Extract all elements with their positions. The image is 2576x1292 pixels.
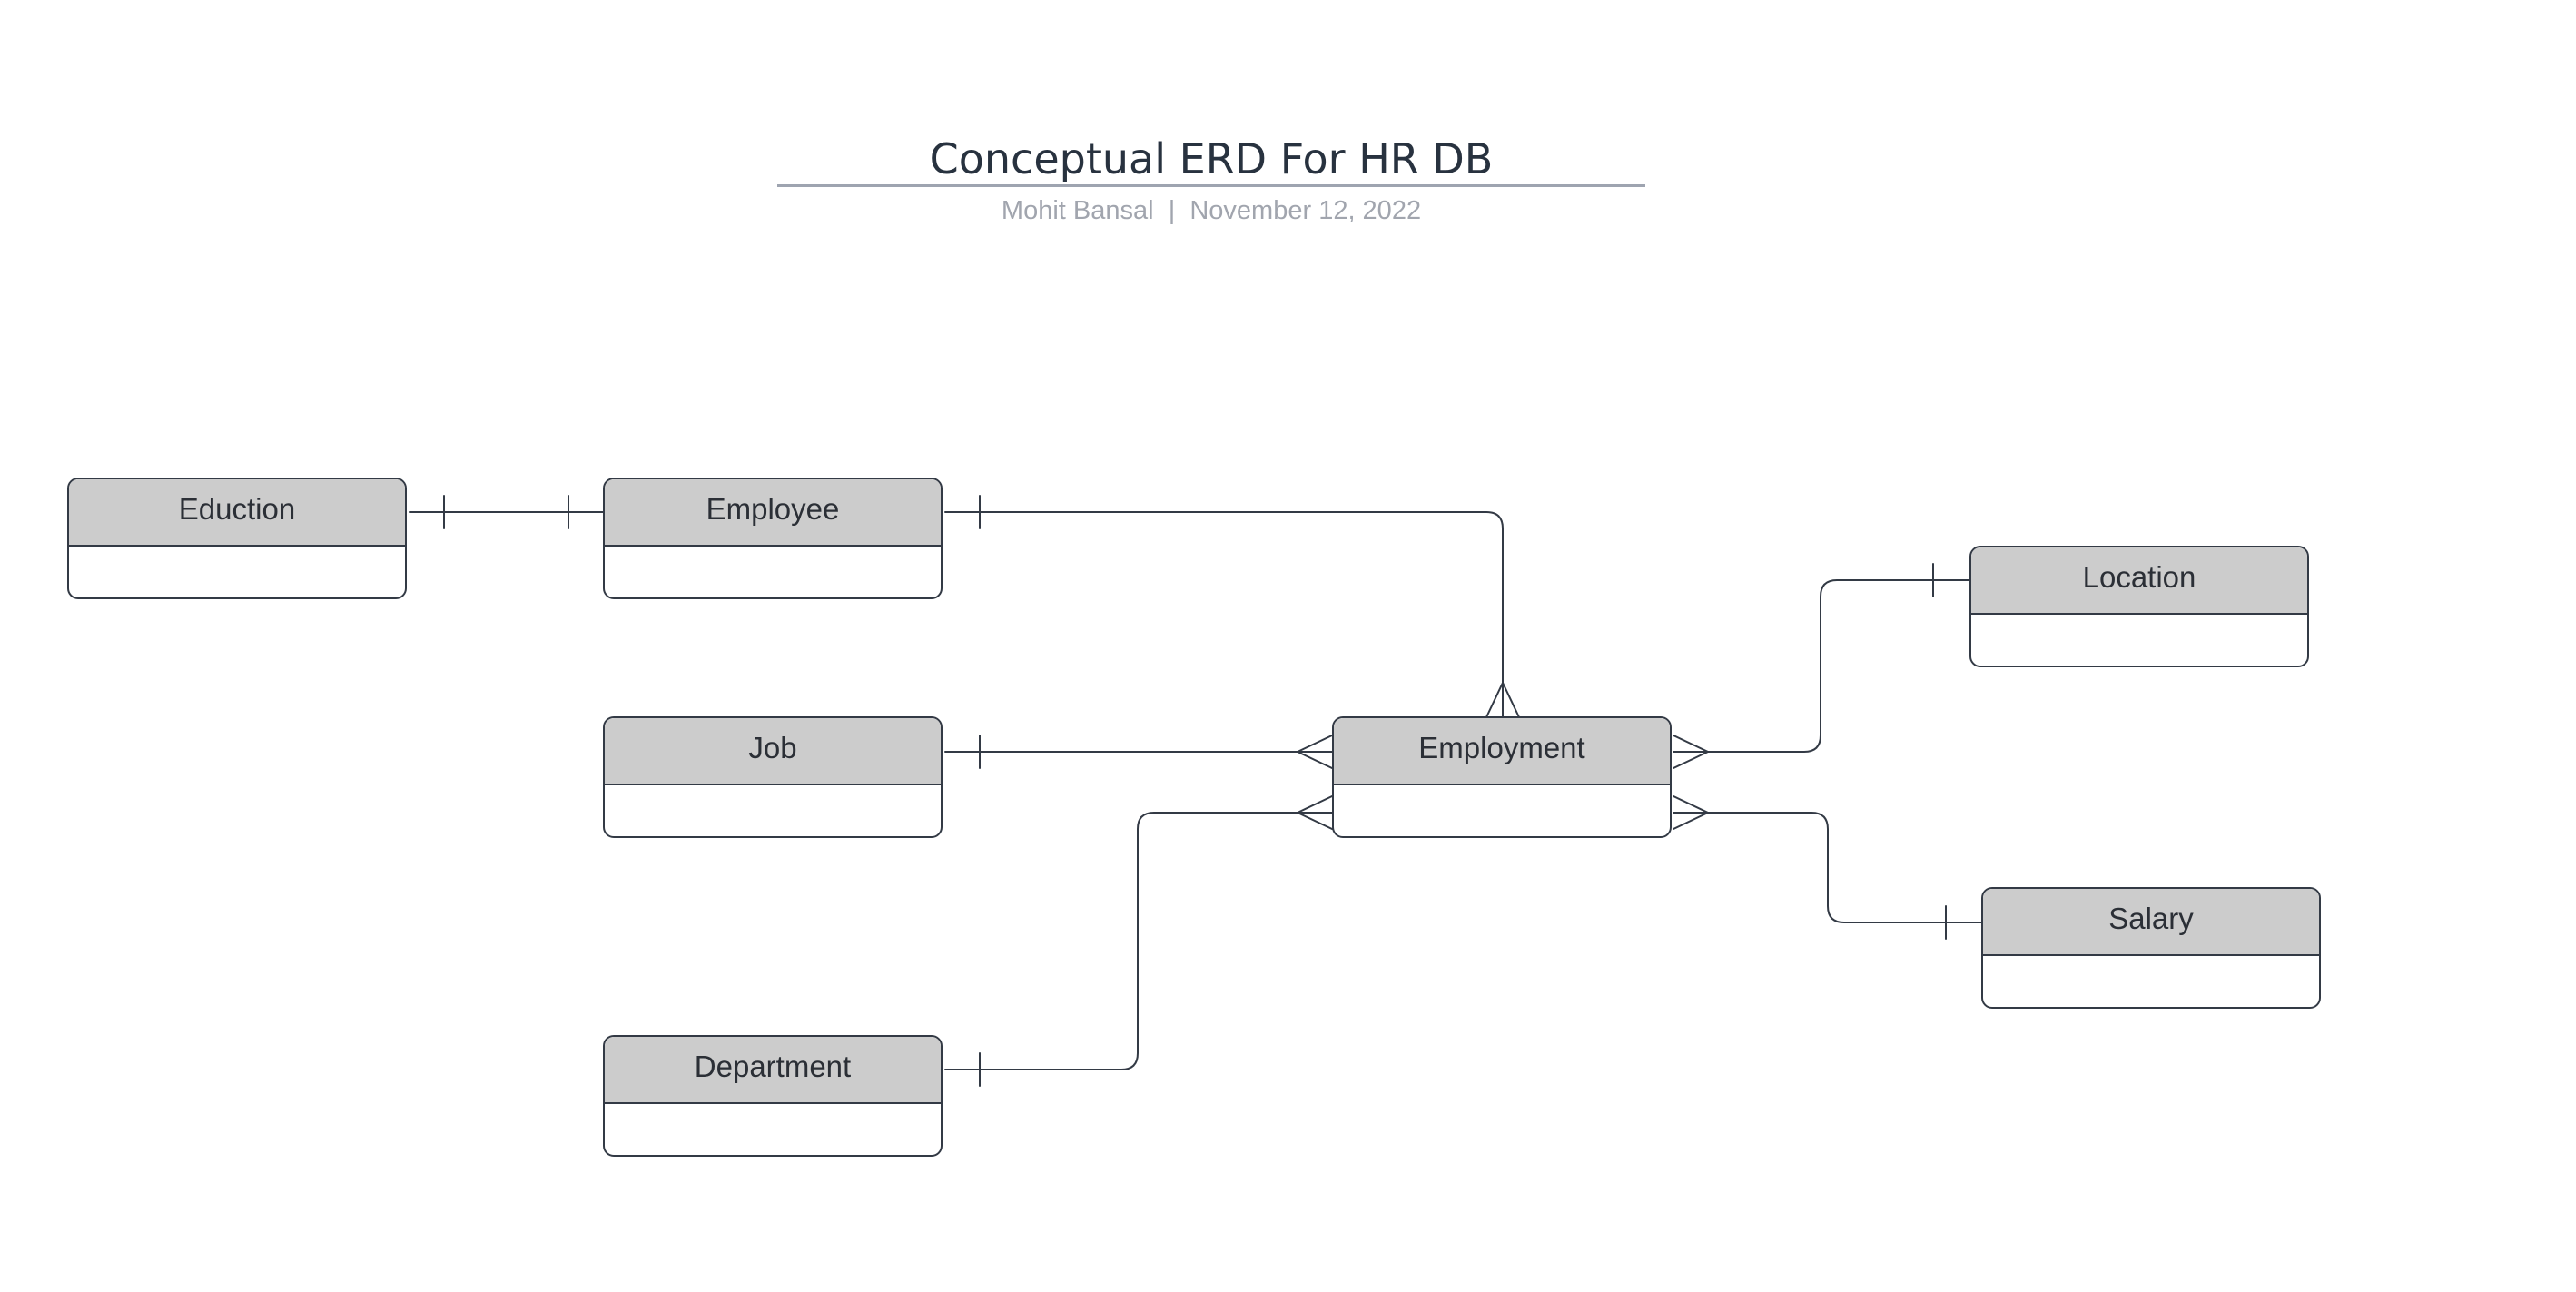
relationship-education-employee: [409, 495, 604, 529]
entity-attributes: [69, 547, 405, 597]
entity-attributes: [605, 1104, 941, 1155]
entity-department[interactable]: Department: [603, 1035, 943, 1157]
entity-employment[interactable]: Employment: [1332, 716, 1672, 838]
entity-attributes: [1983, 956, 2319, 1007]
diagram-date: November 12, 2022: [1189, 196, 1422, 225]
entity-name: Employee: [605, 479, 941, 547]
relationship-employee-employment: [944, 495, 1520, 718]
entity-education[interactable]: Eduction: [67, 478, 407, 599]
entity-name: Department: [605, 1037, 941, 1104]
relationship-salary-employment: [1673, 795, 1982, 940]
entity-name: Eduction: [69, 479, 405, 547]
entity-attributes: [605, 547, 941, 597]
entity-name: Location: [1971, 547, 2307, 615]
entity-name: Salary: [1983, 889, 2319, 956]
entity-attributes: [605, 785, 941, 836]
diagram-title: Conceptual ERD For HR DB: [929, 134, 1494, 183]
title-underline: [777, 184, 1645, 187]
diagram-byline: Mohit Bansal | November 12, 2022: [777, 194, 1645, 227]
entity-salary[interactable]: Salary: [1981, 887, 2321, 1009]
entity-name: Employment: [1334, 718, 1670, 785]
relationship-job-employment: [944, 735, 1333, 769]
byline-separator: |: [1168, 196, 1176, 225]
entity-employee[interactable]: Employee: [603, 478, 943, 599]
entity-attributes: [1334, 785, 1670, 836]
entity-location[interactable]: Location: [1969, 546, 2309, 667]
entity-name: Job: [605, 718, 941, 785]
relationship-location-employment: [1673, 563, 1970, 769]
entity-job[interactable]: Job: [603, 716, 943, 838]
author-name: Mohit Bansal: [1001, 196, 1154, 225]
relationship-department-employment: [944, 795, 1333, 1087]
entity-attributes: [1971, 615, 2307, 666]
